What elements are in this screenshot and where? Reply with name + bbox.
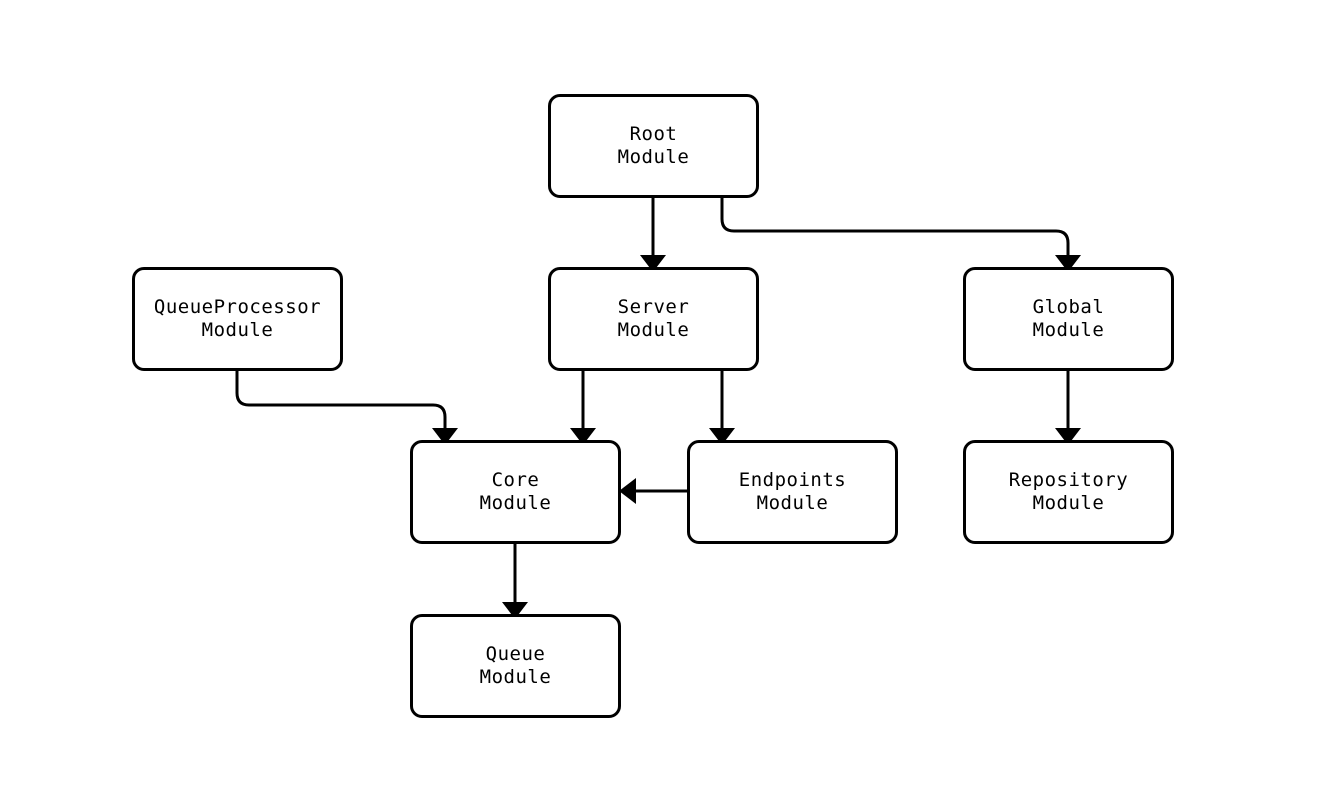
node-queueprocessor-module-name: QueueProcessor (153, 296, 322, 318)
node-queueprocessor-module-suffix: Module (201, 319, 274, 341)
node-core-module-suffix: Module (479, 492, 552, 514)
node-repository-module[interactable]: Repository Module (963, 440, 1174, 544)
edge-server-to-core (570, 371, 596, 445)
node-global-module-suffix: Module (1032, 319, 1105, 341)
edge-endpoints-to-core (619, 478, 687, 504)
node-server-module[interactable]: Server Module (548, 267, 759, 371)
node-endpoints-module-suffix: Module (756, 492, 829, 514)
node-root-module-suffix: Module (617, 146, 690, 168)
node-global-module-name: Global (1032, 296, 1105, 318)
edge-server-to-endpoints (709, 371, 735, 445)
node-queueprocessor-module[interactable]: QueueProcessor Module (132, 267, 343, 371)
edge-root-to-global (720, 198, 1081, 272)
edge-root-to-server (640, 198, 666, 272)
node-core-module[interactable]: Core Module (410, 440, 621, 544)
node-queue-module[interactable]: Queue Module (410, 614, 621, 718)
node-global-module[interactable]: Global Module (963, 267, 1174, 371)
node-repository-module-name: Repository (1008, 469, 1129, 491)
node-repository-module-suffix: Module (1032, 492, 1105, 514)
node-root-module[interactable]: Root Module (548, 94, 759, 198)
node-root-module-name: Root (629, 123, 678, 145)
node-endpoints-module[interactable]: Endpoints Module (687, 440, 898, 544)
node-queue-module-name: Queue (485, 643, 546, 665)
edge-queueprocessor-to-core (235, 371, 458, 445)
node-server-module-suffix: Module (617, 319, 690, 341)
node-server-module-name: Server (617, 296, 690, 318)
edge-core-to-queue (502, 544, 528, 619)
node-endpoints-module-name: Endpoints (738, 469, 847, 491)
node-core-module-name: Core (491, 469, 540, 491)
edge-global-to-repository (1055, 371, 1081, 445)
node-queue-module-suffix: Module (479, 666, 552, 688)
